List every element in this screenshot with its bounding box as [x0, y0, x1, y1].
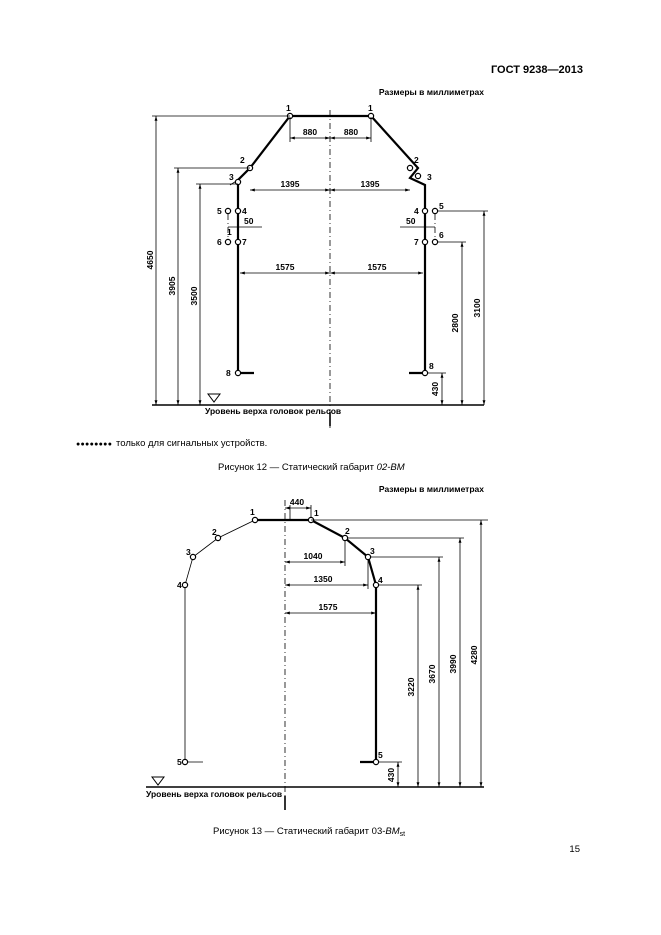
fig12-label-2-right: 2	[414, 155, 419, 165]
fig12-label-2-left: 2	[240, 155, 245, 165]
fig12-text-1395-left: 1395	[281, 179, 300, 189]
standard-header: ГОСТ 9238—2013	[491, 64, 583, 76]
fig12-label-6-right: 6	[439, 230, 444, 240]
fig12-point-2-right	[406, 164, 414, 172]
fig12-point-8-left	[234, 369, 242, 377]
fig12-caption-prefix: Рисунок 12 — Статический габарит	[218, 462, 377, 473]
fig13-rail-label: Уровень верха головок рельсов	[146, 789, 282, 799]
fig12-text-3500: 3500	[189, 286, 199, 305]
fig12-units-note: Размеры в миллиметрах	[379, 87, 484, 97]
fig12-label-3-left: 3	[229, 172, 234, 182]
page-number: 15	[569, 844, 580, 855]
fig13-label-1-left: 1	[250, 507, 255, 517]
fig12-point-7-right	[421, 238, 429, 246]
fig13-text-440: 440	[290, 497, 304, 507]
fig12-text-50-left: 50	[244, 216, 254, 226]
fig13-point-5-left	[181, 758, 189, 766]
fig13-label-1-right: 1	[314, 508, 319, 518]
fig12-footnote-text: только для сигнальных устройств.	[116, 438, 267, 449]
fig12-label-6-left: 6	[217, 237, 222, 247]
fig12-text-880-right: 880	[344, 127, 358, 137]
fig12-label-1-right: 1	[368, 103, 373, 113]
fig13-label-5-right: 5	[378, 750, 383, 760]
fig13-caption-prefix: Рисунок 13 — Статический габарит 03-	[213, 826, 385, 837]
fig12-point-6-right	[431, 238, 439, 246]
fig12-point-3-left	[234, 178, 242, 186]
fig12-footnote-marks: ●●●●●●●●	[76, 441, 112, 448]
fig12-point-5-right	[431, 207, 439, 215]
fig12-point-5-left	[224, 207, 232, 215]
figure-13: Размеры в миллиметрах Уровень верха голо…	[146, 484, 488, 838]
fig13-rail-triangle	[151, 776, 165, 786]
fig13-point-2-right	[341, 534, 349, 542]
fig12-caption-name: 02-ВМ	[377, 462, 405, 473]
fig12-text-3100: 3100	[472, 298, 482, 317]
fig13-caption: Рисунок 13 — Статический габарит 03-ВМst	[213, 826, 405, 838]
fig13-label-2-right: 2	[345, 526, 350, 536]
figure-12: Размеры в миллиметрах Уровень верха голо…	[76, 87, 488, 473]
fig12-text-3905: 3905	[167, 276, 177, 295]
fig13-text-430: 430	[386, 768, 396, 782]
fig13-point-2-left	[214, 534, 222, 542]
fig12-text-1575-left: 1575	[276, 262, 295, 272]
fig13-point-1-left	[251, 516, 259, 524]
fig13-text-4280: 4280	[469, 645, 479, 664]
fig12-label-3-right: 3	[427, 172, 432, 182]
fig13-point-3-left	[189, 553, 197, 561]
fig12-point-4-left	[234, 207, 242, 215]
fig12-text-50-right: 50	[406, 216, 416, 226]
fig13-text-3670: 3670	[427, 664, 437, 683]
fig12-profile-right	[290, 114, 427, 375]
fig12-text-1575-right: 1575	[368, 262, 387, 272]
fig12-label-4-left: 4	[242, 206, 247, 216]
fig12-rail-triangle	[207, 393, 221, 403]
fig13-text-1040: 1040	[304, 551, 323, 561]
fig12-label-small-left: 1	[227, 227, 232, 237]
fig13-text-1350: 1350	[314, 574, 333, 584]
fig13-caption-sub: st	[400, 831, 406, 838]
fig12-point-6-left	[224, 238, 232, 246]
fig12-label-7-right: 7	[414, 237, 419, 247]
fig13-caption-name: ВМ	[385, 826, 399, 837]
fig13-point-5-right	[372, 758, 380, 766]
fig13-units-note: Размеры в миллиметрах	[379, 484, 484, 494]
fig12-label-8-left: 8	[226, 368, 231, 378]
fig12-label-5-left: 5	[217, 206, 222, 216]
fig12-text-2800: 2800	[450, 313, 460, 332]
fig13-label-5-left: 5	[177, 757, 182, 767]
fig12-point-4-right	[421, 207, 429, 215]
fig13-label-2-left: 2	[212, 527, 217, 537]
fig12-label-5-right: 5	[439, 201, 444, 211]
fig12-label-8-right: 8	[429, 361, 434, 371]
fig12-label-7-left: 7	[242, 237, 247, 247]
fig13-text-1575: 1575	[319, 602, 338, 612]
fig12-text-4650: 4650	[145, 250, 155, 269]
fig12-label-4-right: 4	[414, 206, 419, 216]
fig13-label-4-right: 4	[378, 575, 383, 585]
fig13-point-4-left	[181, 581, 189, 589]
fig13-text-3220: 3220	[406, 677, 416, 696]
fig13-label-3-left: 3	[186, 547, 191, 557]
fig12-caption: Рисунок 12 — Статический габарит 02-ВМ	[218, 462, 405, 473]
fig12-point-8-right	[421, 369, 429, 377]
fig13-label-4-left: 4	[177, 580, 182, 590]
fig12-point-7-left	[234, 238, 242, 246]
fig12-text-1395-right: 1395	[361, 179, 380, 189]
fig13-text-3990: 3990	[448, 654, 458, 673]
fig13-ext-440	[289, 505, 312, 520]
fig12-text-430: 430	[430, 382, 440, 396]
fig12-text-880-left: 880	[303, 127, 317, 137]
fig13-label-3-right: 3	[370, 546, 375, 556]
fig12-rail-label: Уровень верха головок рельсов	[205, 406, 341, 416]
fig12-point-3-right	[414, 172, 422, 180]
fig12-label-1-left: 1	[286, 103, 291, 113]
